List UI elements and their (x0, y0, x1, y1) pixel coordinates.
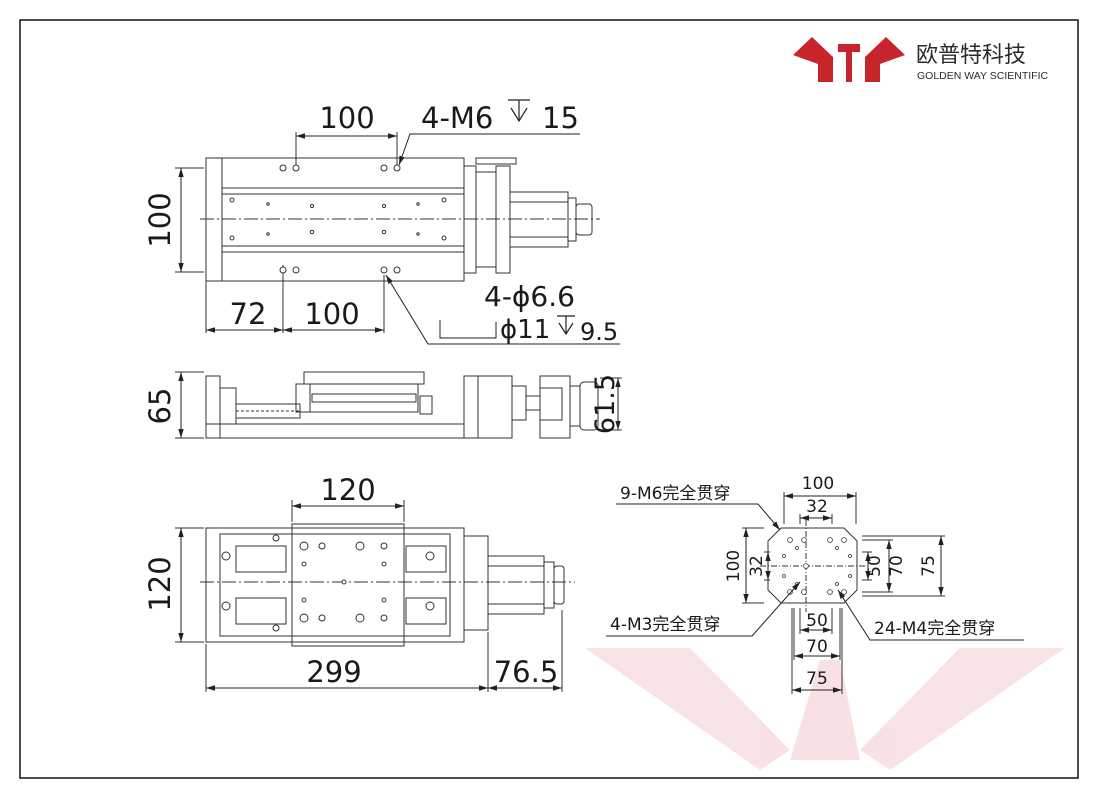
logo-chevron-left (793, 37, 833, 82)
drawing-frame (19, 19, 1079, 779)
watermark-logo (585, 648, 1065, 770)
logo-chevron-right (865, 37, 905, 82)
callout-m4: 24-M4完全贯穿 (874, 619, 995, 639)
hole-m6 (279, 164, 287, 172)
dim-table-width: 120 (320, 473, 375, 507)
top-view-holes (229, 164, 447, 274)
dim-total-length: 299 (306, 655, 361, 689)
cbore-callout: 4-ϕ6.6 (484, 280, 575, 313)
detail-dim-left-32: 32 (747, 555, 767, 577)
hole-depth: 15 (542, 101, 579, 135)
cbore-depth: 9.5 (580, 318, 618, 346)
brand-logo (793, 37, 905, 82)
bottom-view (175, 500, 575, 692)
detail-view-dimension-lines (606, 493, 1024, 693)
depth-symbol (508, 99, 530, 123)
detail-dim-bottom-75: 75 (806, 669, 828, 689)
dim-motor-length: 76.5 (494, 655, 559, 689)
detail-dim-bottom-50: 50 (806, 611, 828, 631)
hole-m6 (393, 164, 401, 172)
detail-dim-top-100: 100 (802, 474, 834, 494)
bottom-view-dimension-lines (178, 503, 562, 691)
detail-dim-top-32: 32 (806, 497, 828, 517)
hole-cbore (393, 266, 401, 274)
hole-m6 (380, 164, 388, 172)
side-view-dimension-lines (178, 372, 621, 438)
detail-dim-right-70: 70 (887, 555, 907, 577)
detail-dim-right-75: 75 (919, 555, 939, 577)
hole-callout: 4-M6 (421, 101, 493, 135)
dim-bottom-right: 100 (304, 297, 359, 331)
detail-dim-bottom-70: 70 (806, 637, 828, 657)
detail-dim-right-50: 50 (865, 555, 885, 577)
brand-name-cn: 欧普特科技 (916, 43, 1026, 68)
callout-m3: 4-M3完全贯穿 (610, 615, 720, 635)
logo-center (838, 44, 860, 82)
cbore-diameter: ϕ11 (500, 315, 550, 345)
depth-symbol (557, 315, 575, 336)
dim-bottom-left: 72 (230, 297, 267, 331)
top-view-dimension-lines (178, 133, 620, 345)
dim-right-height: 61.5 (590, 374, 621, 434)
dim-total-height: 65 (143, 388, 177, 425)
side-view (175, 371, 622, 439)
hole-m6 (292, 164, 300, 172)
dim-bottom-side-height: 120 (143, 556, 177, 611)
hole-cbore (380, 266, 388, 274)
brand-name-en: GOLDEN WAY SCIENTIFIC (917, 70, 1048, 82)
dim-side-height: 100 (143, 192, 177, 247)
hole-cbore (279, 266, 287, 274)
callout-m6: 9-M6完全贯穿 (620, 484, 730, 504)
hole-cbore (292, 266, 300, 274)
bottom-view-holes (221, 534, 435, 632)
top-view (175, 132, 600, 333)
detail-dim-left-100: 100 (724, 550, 744, 582)
dim-top-width: 100 (319, 101, 374, 135)
